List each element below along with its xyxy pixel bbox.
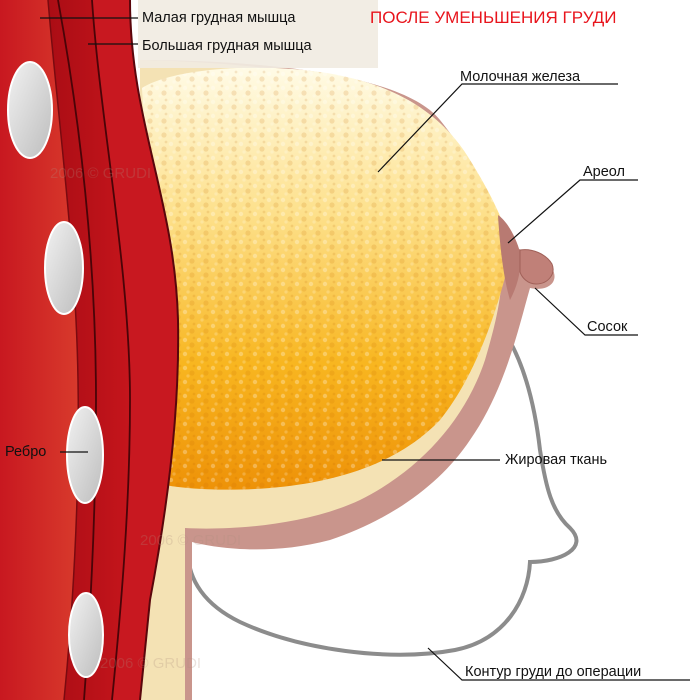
label-major-muscle: Большая грудная мышца xyxy=(142,38,313,54)
label-nipple: Сосок xyxy=(587,319,628,335)
rib-2 xyxy=(44,221,84,315)
areola-shape xyxy=(498,215,521,300)
watermark-1: 2006 © GRUDI xyxy=(50,165,151,182)
label-contour: Контур груди до операции xyxy=(465,664,641,680)
label-areola: Ареол xyxy=(583,164,625,180)
diagram-title: ПОСЛЕ УМЕНЬШЕНИЯ ГРУДИ xyxy=(370,8,616,27)
label-box xyxy=(138,0,378,68)
ribs xyxy=(7,61,104,678)
pectoralis-major xyxy=(92,0,179,700)
watermark-2: 2006 © GRUDI xyxy=(140,532,241,549)
label-rib: Ребро xyxy=(5,444,46,460)
preop-contour-line xyxy=(186,336,579,657)
leader-gland xyxy=(377,83,618,173)
watermark-3: 2006 © GRUDI xyxy=(100,655,201,672)
nipple-shape xyxy=(519,249,554,285)
leader-contour xyxy=(427,647,690,681)
leader-areola xyxy=(507,179,638,244)
rib-3 xyxy=(66,406,104,504)
label-minor-muscle: Малая грудная мышца xyxy=(142,10,296,26)
rib-4 xyxy=(68,592,104,678)
rib-1 xyxy=(7,61,53,159)
rib-cage-wall xyxy=(0,0,79,700)
label-fat: Жировая ткань xyxy=(505,452,607,468)
label-gland: Молочная железа xyxy=(460,69,581,85)
leader-nipple xyxy=(534,287,638,336)
